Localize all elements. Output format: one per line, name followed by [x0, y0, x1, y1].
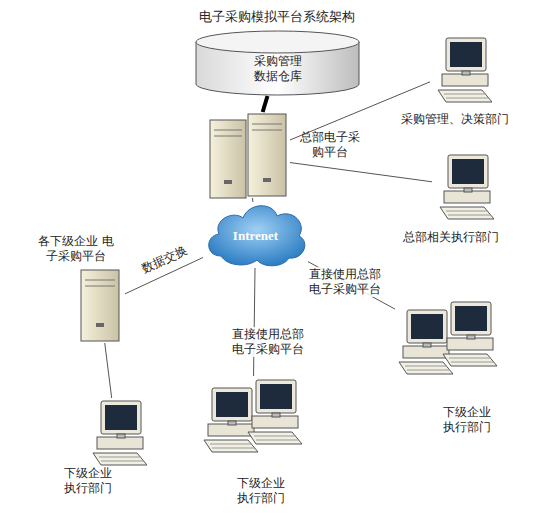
- node-label: 下级企业 执行部门: [439, 405, 495, 435]
- node-icon: [208, 112, 290, 202]
- node-label: 总部相关执行部门: [398, 230, 503, 245]
- database-cylinder: 采购管理 数据仓库: [195, 30, 360, 96]
- node-label: 各下级企业 电子采购平台: [37, 234, 115, 264]
- node-icon: [200, 376, 306, 456]
- node-icon: [395, 298, 501, 378]
- computer-icon: 下级企业 执行部门: [395, 298, 501, 378]
- node-label: 采购管理 数据仓库: [250, 54, 306, 84]
- connector-line: [252, 198, 253, 202]
- network-cloud: Intrenet: [203, 198, 308, 268]
- node-icon: [75, 268, 125, 343]
- computer-icon: 采购管理、决策部门: [430, 35, 492, 103]
- connector-line: [105, 343, 112, 398]
- connector-line: [290, 163, 432, 182]
- node-icon: [85, 398, 147, 466]
- node-label: 总部电子采购平台: [300, 130, 360, 160]
- node-label: Intrenet: [216, 228, 296, 243]
- computer-icon: 下级企业 执行部门: [85, 398, 147, 466]
- diagram-title: 电子采购模拟平台系统架构: [0, 8, 553, 26]
- node-icon: [430, 35, 492, 103]
- server-icon: 各下级企业 电子采购平台: [75, 268, 125, 343]
- connector-line: [263, 96, 268, 112]
- node-label: 下级企业 执行部门: [60, 466, 116, 496]
- server-icon: 总部电子采购平台: [208, 112, 290, 202]
- node-label: 下级企业 执行部门: [233, 476, 289, 506]
- node-icon: [432, 152, 494, 220]
- connector-label: 直接使用总部 电子采购平台: [228, 327, 308, 357]
- connector-line: [254, 268, 255, 376]
- computer-icon: 下级企业 执行部门: [200, 376, 306, 456]
- connector-label: 数据交换: [135, 241, 196, 279]
- computer-icon: 总部相关执行部门: [432, 152, 494, 220]
- connector-label: 直接使用总部 电子采购平台: [305, 267, 385, 297]
- node-label: 采购管理、决策部门: [395, 112, 515, 127]
